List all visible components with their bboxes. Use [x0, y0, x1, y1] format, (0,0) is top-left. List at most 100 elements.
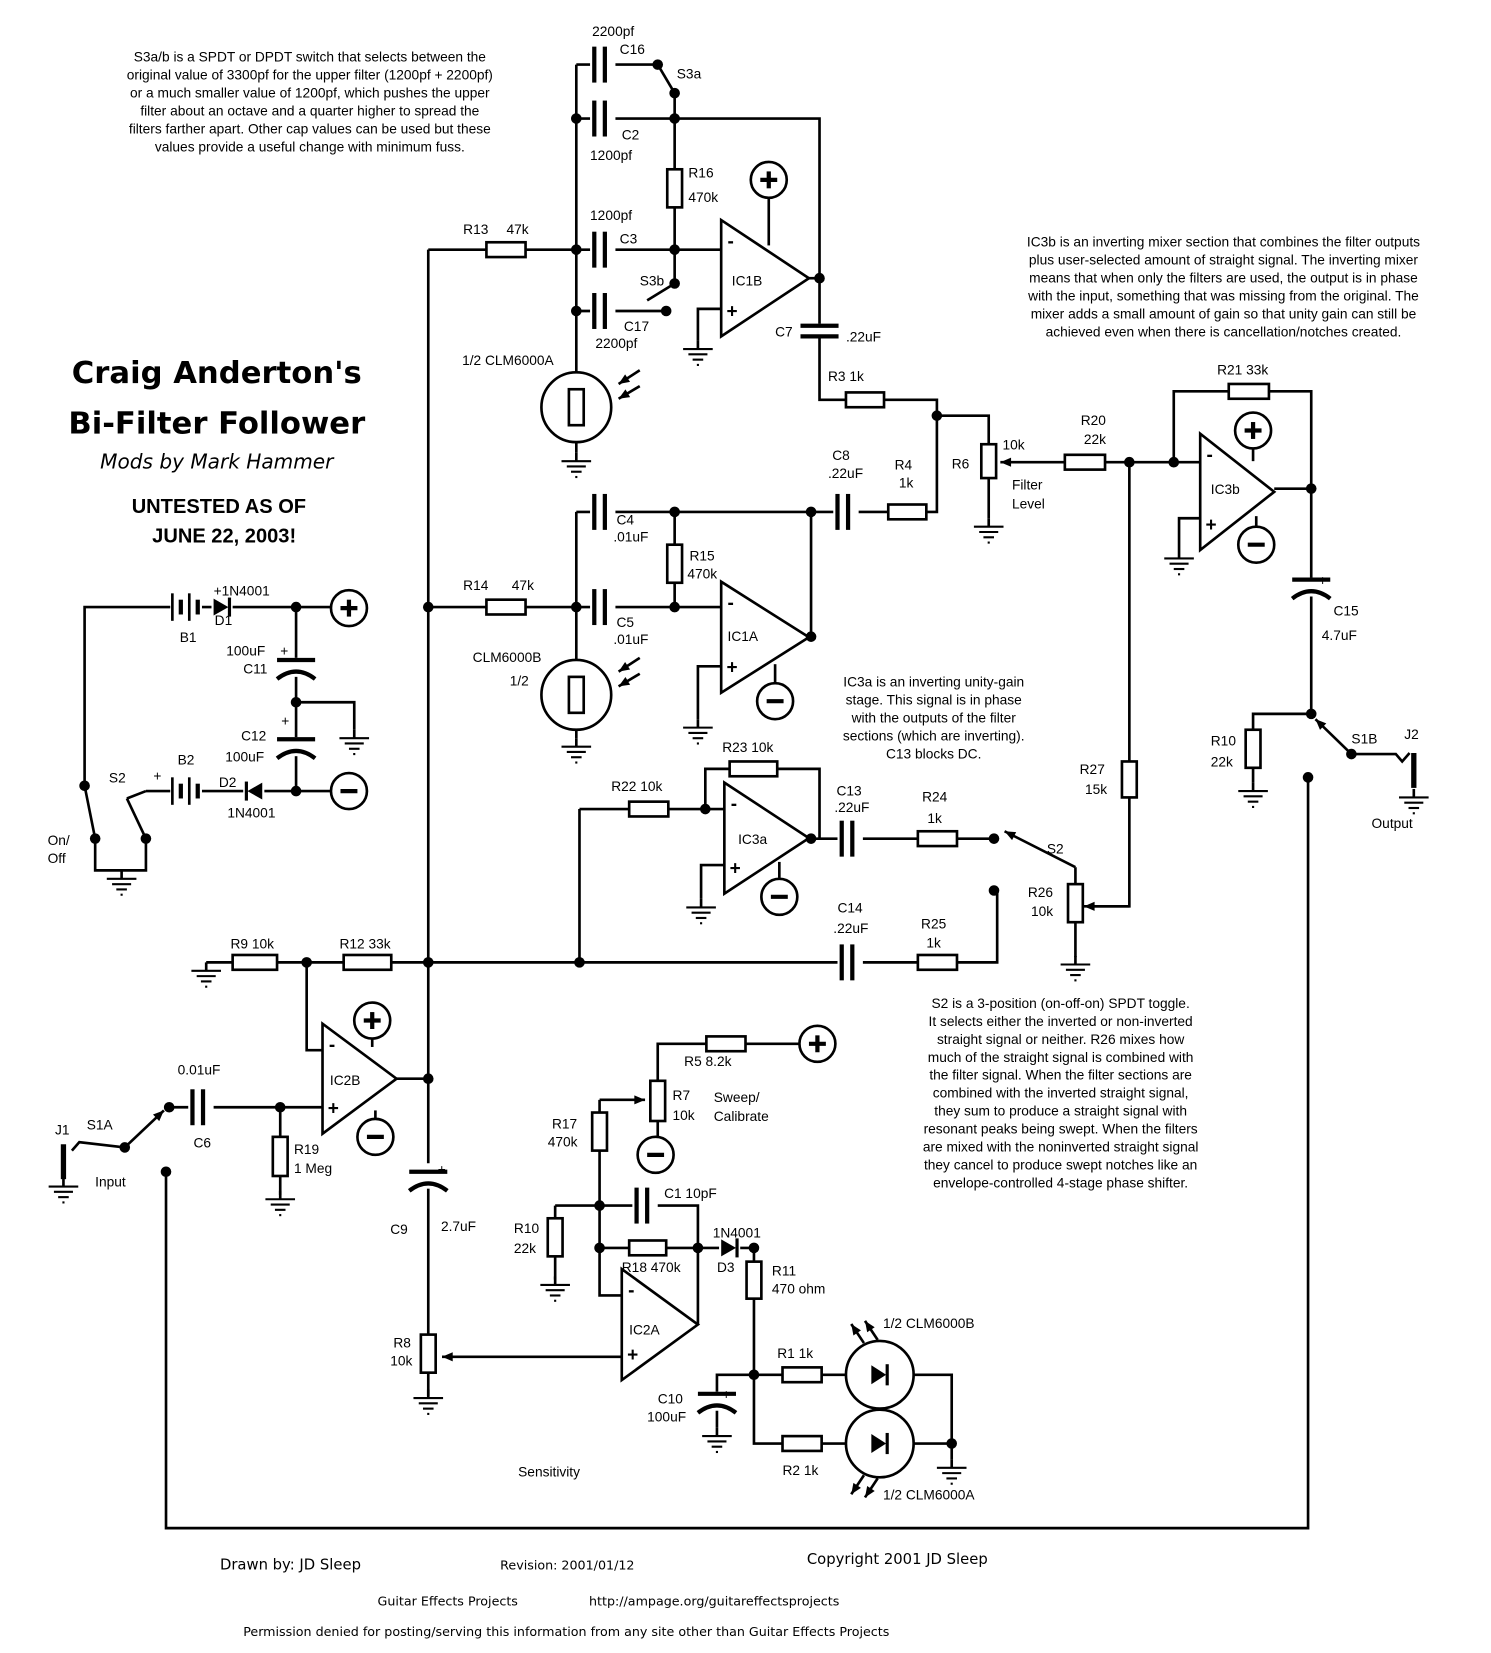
label-labels.c5v: .01uF — [613, 632, 648, 647]
junction-dot — [814, 272, 825, 284]
label-labels.c13: C13 — [836, 783, 862, 798]
junction-dot — [274, 1101, 286, 1113]
junction-dot — [1305, 708, 1317, 720]
junction-dot — [422, 1073, 434, 1084]
arrow-icon — [864, 1486, 875, 1498]
label-footer.drawn: Drawn by: JD Sleep — [220, 1556, 361, 1573]
label-labels.r6: R6 — [952, 457, 970, 472]
opamp — [620, 1266, 701, 1383]
junction-dot — [571, 305, 582, 317]
wire — [913, 1373, 954, 1460]
junction-dot — [700, 803, 711, 815]
polarity-mark: - — [728, 232, 734, 253]
resistor — [916, 829, 959, 848]
label-notes.s3.1: original value of 3300pf for the upper f… — [127, 67, 493, 82]
wire — [696, 664, 722, 720]
label-notes.s2.1: It selects either the inverted or non-in… — [929, 1014, 1193, 1029]
polarity-mark: - — [728, 593, 734, 614]
label-labels.r24v: 1k — [927, 811, 942, 826]
resistor — [781, 1366, 823, 1384]
resistor — [1120, 760, 1139, 799]
label-labels.sens: Sensitivity — [518, 1464, 580, 1479]
junction-dot — [140, 833, 152, 844]
label-notes.s2.8: are mixed with the noninverted straight … — [923, 1140, 1199, 1155]
label-labels.r4: R4 — [895, 458, 913, 473]
resistor — [705, 1035, 747, 1053]
label-labels.c16: C16 — [620, 42, 646, 57]
label-labels.c12p: + — [281, 714, 289, 729]
label-notes.s2.0: S2 is a 3-position (on-off-on) SPDT togg… — [931, 996, 1189, 1011]
label-labels.c7: C7 — [775, 324, 793, 339]
label-labels.r12: R12 33k — [339, 937, 390, 952]
arrow-icon — [1004, 831, 1017, 841]
polarity-mark: + — [726, 658, 737, 679]
resistor — [546, 1216, 564, 1258]
junction-dot — [805, 506, 817, 518]
resistor — [590, 1111, 609, 1152]
label-notes.s2.10: envelope-controlled 4-stage phase shifte… — [933, 1176, 1188, 1191]
wire — [296, 700, 356, 730]
label-labels.ic2b: IC2B — [330, 1073, 361, 1088]
junction-dot — [301, 957, 312, 968]
junction-dot — [290, 601, 302, 613]
diode-icon — [247, 782, 263, 800]
wire — [811, 415, 939, 514]
label-labels.r10b: R10 — [1211, 734, 1237, 749]
junction-dot — [988, 885, 1000, 896]
label-notes.ic3a.3: sections (which are inverting). — [843, 728, 1025, 743]
junction-dot — [692, 1242, 704, 1254]
label-labels.c12v: 100uF — [225, 749, 264, 764]
arrow-icon — [851, 1324, 861, 1336]
diode-icon — [871, 1434, 887, 1454]
label-labels.r26: R26 — [1028, 885, 1054, 900]
arrow-icon — [1000, 457, 1012, 467]
junction-dot — [160, 1166, 172, 1178]
junction-dot — [669, 87, 680, 99]
label-labels.r25: R25 — [921, 917, 947, 932]
label-labels.r20: R20 — [1081, 413, 1107, 428]
junction-dot — [669, 244, 680, 255]
capacitor-curved-plate — [1290, 589, 1332, 601]
label-labels.ic1b: IC1B — [732, 274, 763, 289]
arrow-icon — [1315, 719, 1327, 730]
label-title.line1: Craig Anderton's — [72, 356, 362, 391]
label-labels.c9p: + — [438, 1162, 446, 1177]
label-labels.r23: R23 10k — [722, 740, 773, 755]
polarity-mark: - — [329, 1035, 335, 1056]
arrow-icon — [618, 676, 631, 687]
resistor — [979, 442, 998, 480]
label-labels.b2: B2 — [178, 753, 195, 768]
label-notes.s2.9: they cancel to produce swept notches lik… — [924, 1158, 1197, 1173]
arrow-icon — [618, 374, 631, 384]
resistor — [665, 543, 684, 585]
polarity-mark: - — [628, 1281, 634, 1302]
label-notes.ic3b.1: plus user-selected amount of straight si… — [1029, 252, 1419, 267]
label-labels.r5: R5 8.2k — [684, 1054, 731, 1069]
label-labels.d1n: D1 — [215, 613, 233, 628]
wire — [818, 338, 991, 519]
resistor — [485, 240, 527, 259]
label-labels.r7v: 10k — [673, 1108, 695, 1123]
label-labels.r7: R7 — [673, 1088, 691, 1103]
resistor — [271, 1135, 289, 1178]
label-labels.r18: R18 470k — [622, 1260, 681, 1275]
label-labels.r10v: 22k — [514, 1241, 536, 1256]
label-labels.led1: 1/2 CLM6000B — [883, 1316, 975, 1331]
label-labels.ldr1: 1/2 CLM6000A — [462, 353, 554, 368]
label-labels.off: Off — [48, 851, 66, 866]
label-labels.c2: C2 — [622, 128, 640, 143]
resistor — [1063, 453, 1107, 471]
junction-dot — [119, 1142, 131, 1153]
label-labels.c16v: 2200pf — [592, 24, 634, 39]
arrow-icon — [618, 661, 631, 672]
resistor — [916, 953, 959, 972]
label-notes.ic3a.4: C13 blocks DC. — [886, 746, 981, 761]
label-labels.r8v: 10k — [390, 1353, 412, 1368]
label-title.line3: Mods by Mark Hammer — [100, 450, 335, 474]
label-labels.c9v: 2.7uF — [441, 1219, 476, 1234]
label-labels.j1: J1 — [55, 1123, 70, 1138]
label-labels.ic1a: IC1A — [728, 629, 759, 644]
resistor — [844, 391, 886, 409]
label-labels.r9: R9 10k — [231, 937, 275, 952]
